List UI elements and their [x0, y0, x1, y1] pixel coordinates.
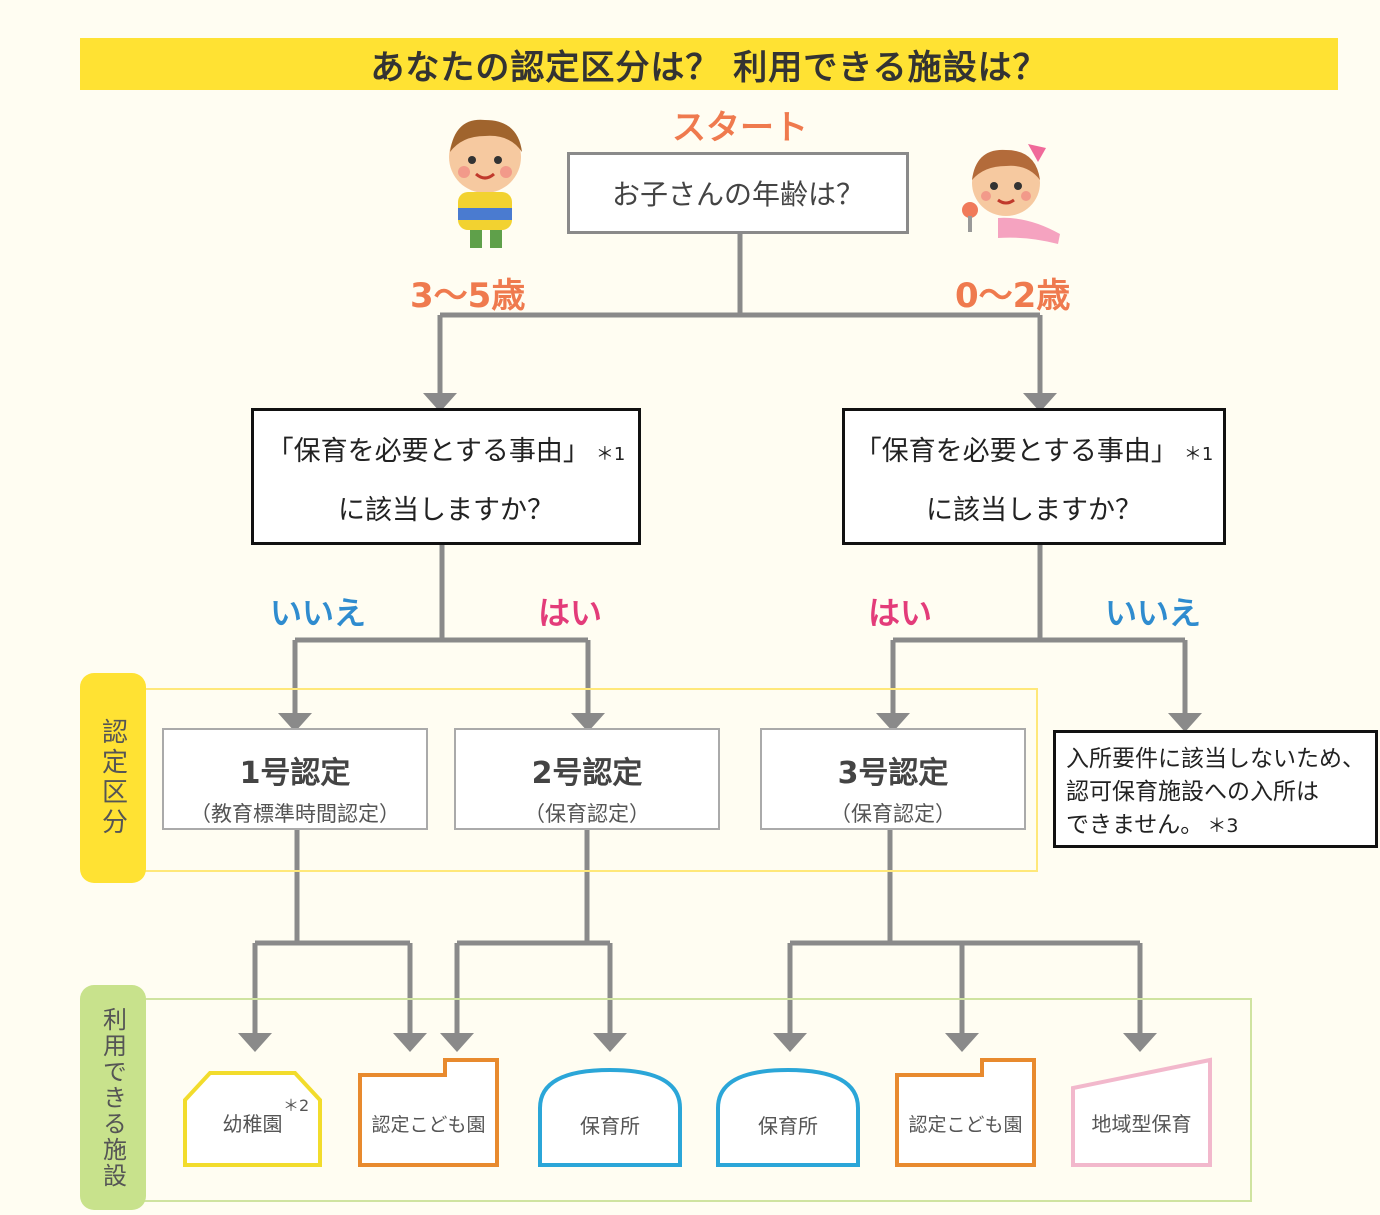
- cert-title: 1号認定: [239, 756, 351, 791]
- facility-label-community-care: 地域型保育: [1091, 1112, 1192, 1136]
- arrow-head: [593, 1033, 627, 1052]
- nursery-shape-1: [538, 1067, 682, 1167]
- question-box-right: 「保育を必要とする事由」＊1 に該当しますか？: [842, 408, 1226, 545]
- question-line2: に該当しますか？: [338, 495, 554, 526]
- girl-illustration: [962, 144, 1060, 244]
- community-care-shape: [1071, 1057, 1212, 1167]
- cert-subtitle: （教育標準時間認定）: [190, 802, 400, 826]
- cert-subtitle: （保育認定）: [830, 802, 956, 826]
- cert-title: 2号認定: [531, 756, 643, 791]
- cert-box-2: 2号認定 （保育認定）: [454, 728, 720, 830]
- footnote-mark: ＊1: [595, 444, 626, 465]
- facility-label-certified-center-2: 認定こども園: [908, 1114, 1023, 1136]
- ineligible-note-box: 入所要件に該当しないため、 認可保育施設への入所は できません。＊3: [1053, 730, 1378, 848]
- arrow-head: [440, 1033, 474, 1052]
- cert-subtitle: （保育認定）: [524, 802, 650, 826]
- question-box-left: 「保育を必要とする事由」＊1 に該当しますか？: [251, 408, 641, 545]
- boy-illustration: [449, 119, 522, 248]
- certified-center-shape-2: [895, 1058, 1036, 1167]
- certification-section-label: 認定区分: [97, 718, 128, 838]
- arrow-head: [1123, 1033, 1157, 1052]
- question-text: 「保育を必要とする事由」: [854, 436, 1178, 467]
- ineligible-line1: 入所要件に該当しないため、: [1066, 746, 1365, 772]
- nursery-shape-2: [716, 1067, 860, 1167]
- age-label-right: 0～2歳: [955, 276, 1071, 316]
- arrow-head: [945, 1033, 979, 1052]
- arrow-head: [876, 713, 910, 732]
- ineligible-line3: できません。: [1066, 812, 1204, 838]
- cert-title: 3号認定: [837, 756, 949, 791]
- arrow-head: [238, 1033, 272, 1052]
- arrow-head: [571, 713, 605, 732]
- arrow-head: [1023, 393, 1057, 412]
- age-question-text: お子さんの年齢は？: [611, 178, 864, 211]
- footnote-mark: ＊1: [1183, 444, 1214, 465]
- ineligible-line3-wrap: できません。＊3: [1066, 809, 1365, 843]
- cert-box-1: 1号認定 （教育標準時間認定）: [162, 728, 428, 830]
- facility-label-nursery-2: 保育所: [758, 1114, 818, 1138]
- arrow-head: [278, 713, 312, 732]
- page-title: あなたの認定区分は？ 利用できる施設は？: [80, 38, 1338, 90]
- answer-no-right: いいえ: [1105, 594, 1202, 632]
- arrow-head: [773, 1033, 807, 1052]
- answer-yes-left: はい: [538, 594, 603, 632]
- cert-box-3: 3号認定 （保育認定）: [760, 728, 1026, 830]
- question-line2: に該当しますか？: [926, 495, 1142, 526]
- start-label: スタート: [672, 108, 808, 148]
- kindergarten-shape: [183, 1071, 322, 1167]
- facilities-section-tab: 利用できる施設: [80, 985, 146, 1210]
- question-line1: 「保育を必要とする事由」＊1: [845, 429, 1223, 468]
- certification-section-tab: 認定区分: [80, 673, 146, 883]
- facility-label-kindergarten: 幼稚園: [222, 1112, 283, 1136]
- facility-label-nursery-1: 保育所: [580, 1114, 640, 1138]
- age-label-left: 3～5歳: [410, 276, 526, 316]
- certified-center-shape-1: [358, 1058, 499, 1167]
- arrow-head: [1168, 713, 1202, 732]
- footnote-mark: ＊2: [283, 1096, 310, 1115]
- arrow-head: [393, 1033, 427, 1052]
- answer-yes-right: はい: [868, 594, 933, 632]
- footnote-mark: ＊3: [1207, 815, 1239, 837]
- ineligible-line2: 認可保育施設への入所は: [1066, 779, 1319, 805]
- facility-label-certified-center-1: 認定こども園: [371, 1114, 486, 1136]
- question-text: 「保育を必要とする事由」: [266, 436, 590, 467]
- facilities-section-label: 利用できる施設: [98, 1006, 127, 1189]
- age-question-box: お子さんの年齢は？: [567, 152, 909, 234]
- question-line1: 「保育を必要とする事由」＊1: [254, 429, 638, 468]
- arrow-head: [423, 393, 457, 412]
- answer-no-left: いいえ: [270, 594, 367, 632]
